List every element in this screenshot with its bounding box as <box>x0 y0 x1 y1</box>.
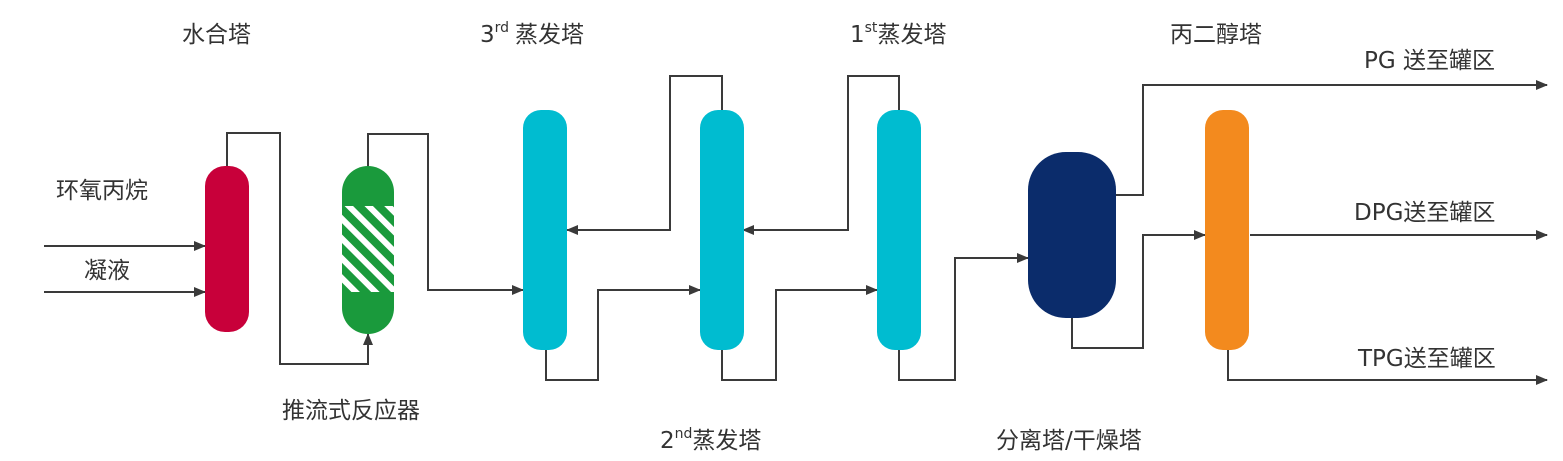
label-hydration-tower: 水合塔 <box>182 22 251 48</box>
label-propylene-oxide: 环氧丙烷 <box>56 178 148 204</box>
line-evap1-to-separator <box>898 253 1029 381</box>
line-evap3-to-evap2 <box>545 285 701 381</box>
line-evap2-vapor-to-evap3 <box>566 75 723 235</box>
process-lines <box>44 75 1548 385</box>
label-evaporator-2nd: 2nd蒸发塔 <box>660 426 761 454</box>
label-evaporator-1st: 1st蒸发塔 <box>850 20 946 48</box>
line-hydration-to-reactor <box>226 132 373 365</box>
line-evap2-to-evap1 <box>721 285 878 381</box>
label-plug-flow-reactor: 推流式反应器 <box>282 398 420 424</box>
label-separation-drying: 分离塔/干燥塔 <box>996 428 1142 454</box>
evaporator-2nd <box>700 110 744 350</box>
label-condensate: 凝液 <box>84 258 130 284</box>
line-separator-to-pg-tower <box>1071 230 1206 349</box>
plug-flow-reactor <box>342 166 394 334</box>
label-dpg-output: DPG送至罐区 <box>1354 200 1495 226</box>
label-tpg-output: TPG送至罐区 <box>1357 346 1496 372</box>
hydration-tower <box>205 166 249 332</box>
label-pg-output: PG 送至罐区 <box>1364 48 1495 74</box>
label-pg-tower: 丙二醇塔 <box>1170 22 1262 48</box>
reactor-packed-bed <box>342 206 394 292</box>
propylene-glycol-tower <box>1205 110 1249 350</box>
evaporator-1st <box>877 110 921 350</box>
evaporator-3rd <box>523 110 567 350</box>
line-reactor-to-evap3 <box>367 133 524 295</box>
line-to-tpg <box>1227 350 1548 385</box>
line-separator-to-pg <box>1115 80 1548 196</box>
line-evap1-vapor-to-evap2 <box>742 75 900 235</box>
separation-drying-tower <box>1028 152 1116 318</box>
